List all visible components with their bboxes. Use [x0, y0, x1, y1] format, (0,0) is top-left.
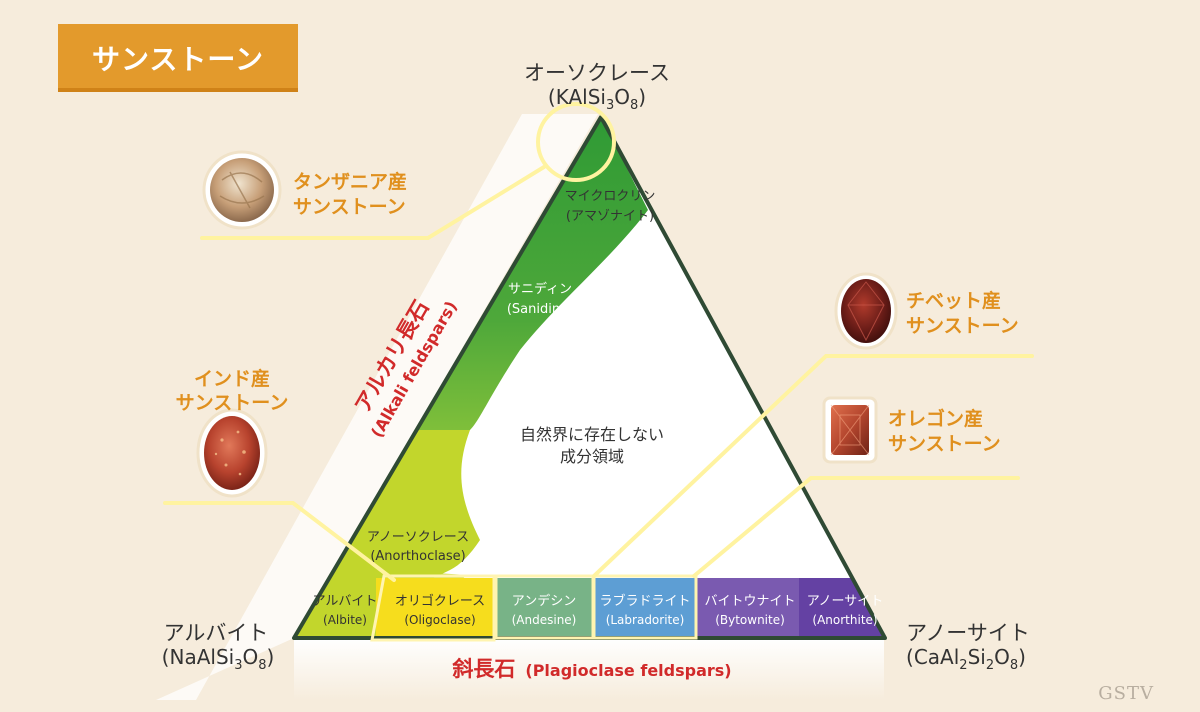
connector-tibet	[592, 354, 1034, 578]
page-title: サンストーン	[58, 24, 298, 92]
strip-oligoclase	[376, 578, 496, 638]
zone-anorthoclase-jp: アノーソクレース	[367, 530, 469, 545]
strip-label-anorthite-jp: アノーサイト	[807, 594, 884, 609]
oligoclase-outline	[370, 574, 496, 642]
connector-oregon	[692, 476, 1020, 578]
strip-bytownite	[697, 578, 799, 638]
plagioclase-series-en: (Plagioclase feldspars)	[525, 661, 731, 680]
strip-label-albite-jp: アルバイト	[313, 594, 378, 609]
vertex-left-name: アルバイト	[164, 621, 269, 645]
plagioclase-labels: アルバイト (Albite) オリゴクレース (Oligoclase) アンデシ…	[313, 593, 884, 627]
labradorite-outline	[592, 574, 698, 640]
oregon-label-line2: サンストーン	[888, 433, 1001, 455]
plagioclase-series-label: 斜長石 (Plagioclase feldspars)	[451, 657, 731, 681]
india-stone-image	[196, 408, 268, 498]
strip-label-andesine-en: (Andesine)	[512, 613, 577, 627]
orthoclase-highlight-circle	[536, 102, 616, 182]
india-label-line1: インド産	[194, 367, 270, 390]
strip-label-labradorite-en: (Labradorite)	[606, 613, 685, 627]
triangle-fill	[294, 117, 885, 638]
vertex-top-formula: (KAlSi3O8)	[548, 85, 646, 113]
strip-label-andesine-jp: アンデシン	[512, 593, 576, 609]
vertex-right-name: アノーサイト	[906, 621, 1030, 645]
zone-nonexistent-line1: 自然界に存在しない	[520, 425, 664, 444]
tanzania-label-line1: タンザニア産	[293, 170, 407, 193]
strip-label-bytownite-en: (Bytownite)	[715, 613, 785, 627]
zone-nonexistent-line2: 成分領域	[560, 447, 624, 466]
connector-tanzania	[200, 165, 546, 240]
zone-sanidine-jp: サニディン	[508, 281, 572, 297]
oregon-label-line1: オレゴン産	[888, 407, 983, 430]
zone-microcline-en: (アマゾナイト)	[566, 209, 654, 224]
left-shadow-band	[156, 114, 598, 700]
strip-andesine	[496, 578, 593, 638]
plagioclase-series-jp: 斜長石	[451, 657, 515, 681]
zone-microcline-jp: マイクロクリン	[565, 189, 656, 204]
tanzania-label-line2: サンストーン	[293, 196, 406, 218]
bottom-shadow-band	[294, 638, 884, 700]
tibet-stone-image	[834, 272, 898, 350]
strip-label-bytownite-jp: バイトウナイト	[704, 594, 795, 609]
tanzania-stone-image	[202, 150, 282, 230]
india-label-line2: サンストーン	[176, 392, 289, 414]
strip-labradorite	[593, 578, 697, 638]
zone-sanidine-en: (Sanidine)	[507, 302, 573, 317]
vertex-top-name: オーソクレース	[524, 61, 670, 85]
strip-label-albite-en: (Albite)	[323, 613, 367, 627]
connector-india	[163, 501, 396, 582]
connector-lines	[163, 165, 1034, 582]
tibet-label-line1: チベット産	[906, 289, 1001, 312]
vertex-left-formula: (NaAlSi3O8)	[162, 645, 275, 673]
vertex-right-formula: (CaAl2Si2O8)	[906, 645, 1026, 673]
strip-label-anorthite-en: (Anorthite)	[812, 613, 877, 627]
oregon-stone-image	[822, 396, 878, 464]
strip-label-oligoclase-jp: オリゴクレース	[395, 593, 485, 609]
strip-label-labradorite-jp: ラブラドライト	[599, 593, 690, 609]
tibet-label-line2: サンストーン	[906, 315, 1019, 337]
zone-anorthoclase-en: (Anorthoclase)	[370, 549, 465, 564]
strip-label-oligoclase-en: (Oligoclase)	[404, 613, 475, 627]
watermark-logo: GSTV	[1098, 683, 1154, 704]
